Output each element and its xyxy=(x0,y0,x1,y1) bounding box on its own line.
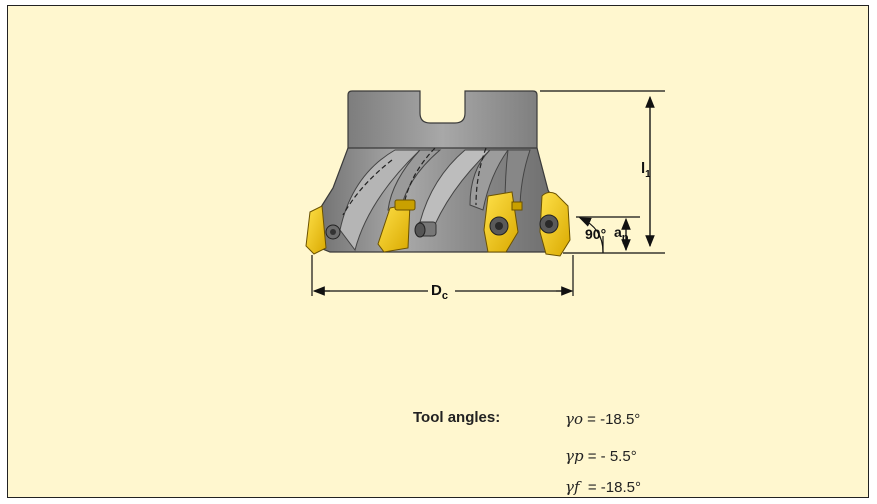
cutter-body xyxy=(312,147,569,253)
dimension-length-label: l1 xyxy=(641,160,651,180)
gamma-f-symbol: γf xyxy=(565,478,580,496)
gamma-o-value: = -18.5° xyxy=(583,411,641,428)
dimension-depth-label: ap xyxy=(614,224,629,244)
gamma-p-symbol: γp xyxy=(565,447,584,465)
insert-1 xyxy=(305,205,341,255)
depth-subscript: p xyxy=(621,231,629,244)
dimension-lines xyxy=(311,90,665,296)
diameter-symbol: D xyxy=(431,282,442,299)
diameter-subscript: c xyxy=(441,290,448,302)
insert-4 xyxy=(539,191,571,257)
length-subscript: 1 xyxy=(645,169,651,180)
insert-3 xyxy=(483,191,523,253)
tool-angle-row-gamma-o: γo = -18.5° xyxy=(565,410,640,428)
gamma-o-symbol: γo xyxy=(565,410,583,428)
insert-2 xyxy=(377,199,416,253)
lead-angle-label: 90° xyxy=(585,226,607,242)
gamma-f-value: = -18.5° xyxy=(579,479,641,496)
cutting-inserts xyxy=(305,191,571,257)
tool-angle-row-gamma-f: γf = -18.5° xyxy=(565,478,641,496)
cutter-shank xyxy=(347,90,538,151)
depth-symbol: a xyxy=(614,224,622,240)
tool-angles-label: Tool angles: xyxy=(413,409,501,426)
dimension-diameter-label: Dc xyxy=(431,282,448,302)
tool-angle-row-gamma-p: γp = - 5.5° xyxy=(565,447,637,465)
gamma-p-value: = - 5.5° xyxy=(583,448,637,465)
length-symbol: l xyxy=(641,160,646,177)
